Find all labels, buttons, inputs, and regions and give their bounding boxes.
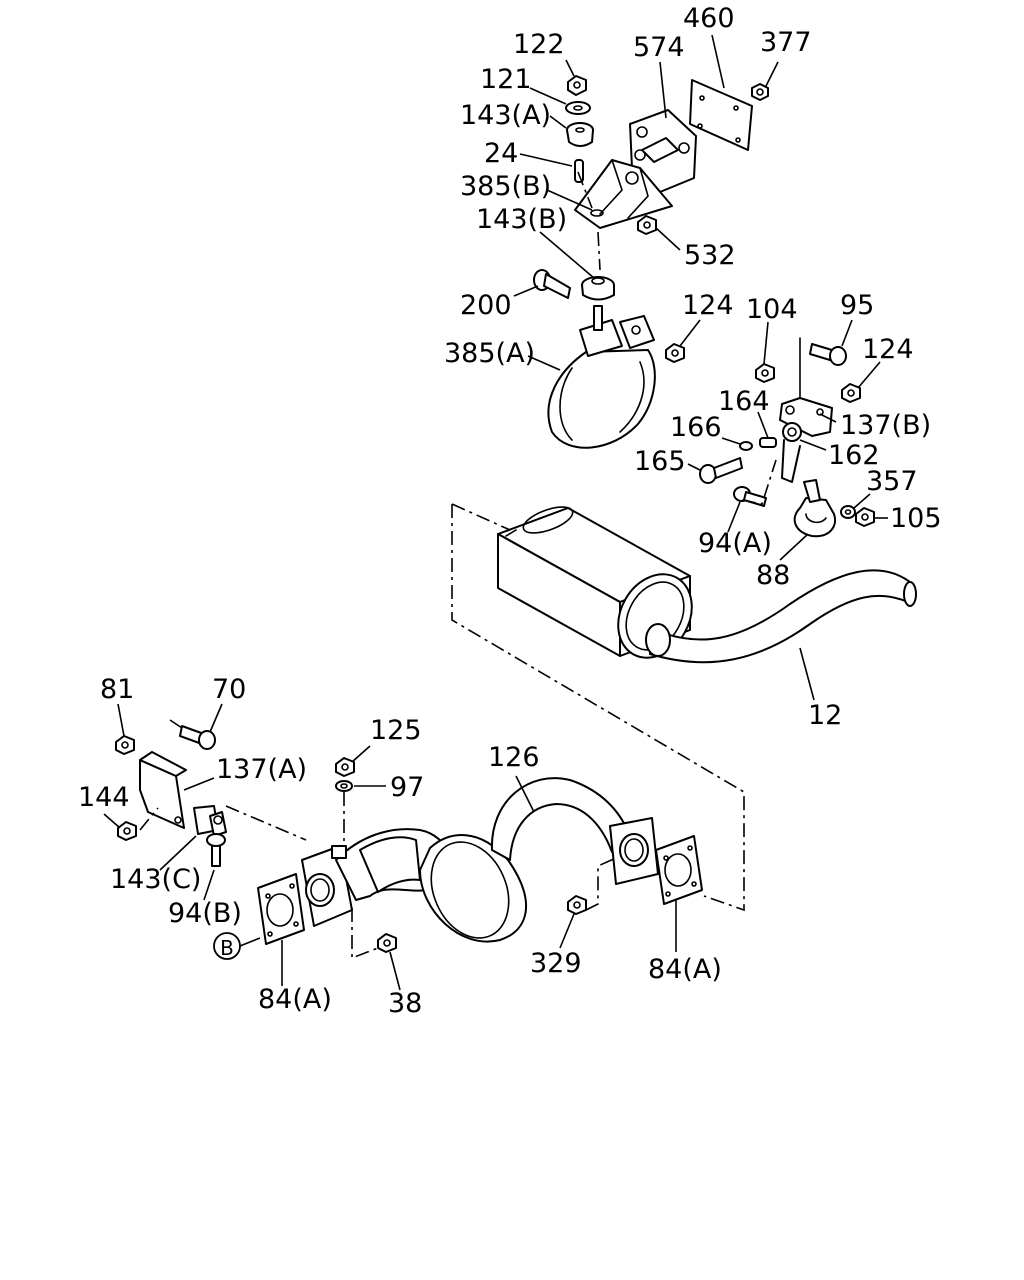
bushing-162 xyxy=(781,422,802,483)
clamp-88 xyxy=(793,479,836,538)
rubber-mount-143c xyxy=(193,805,227,837)
callout-377: 377 xyxy=(760,27,812,58)
rubber-mount-143b xyxy=(581,276,615,301)
callout-357: 357 xyxy=(866,466,918,497)
bolt-200 xyxy=(533,269,571,299)
nut-377 xyxy=(751,83,769,101)
washer-121 xyxy=(565,101,591,115)
nut-81 xyxy=(115,735,135,755)
nut-104 xyxy=(755,363,775,383)
washer-166 xyxy=(739,441,753,451)
callout-97: 97 xyxy=(390,772,424,803)
nut-144 xyxy=(117,821,137,841)
callout-126: 126 xyxy=(488,742,540,773)
callout-137b: 137(B) xyxy=(840,410,931,441)
bolt-94a xyxy=(733,486,767,507)
callout-532: 532 xyxy=(684,240,736,271)
callout-125: 125 xyxy=(370,715,422,746)
nut-329 xyxy=(567,895,587,915)
callout-329: 329 xyxy=(530,948,582,979)
nut-105 xyxy=(855,507,875,527)
callout-104: 104 xyxy=(746,294,798,325)
bolt-165 xyxy=(699,457,743,484)
callout-94a: 94(A) xyxy=(698,528,772,559)
gasket-84a-right xyxy=(655,835,703,905)
nut-124-right xyxy=(841,383,861,403)
pin-24 xyxy=(574,159,584,183)
washer-357 xyxy=(840,505,856,519)
nut-122 xyxy=(567,75,587,96)
spacer-164 xyxy=(759,437,777,448)
bolt-70 xyxy=(179,725,216,750)
callout-38: 38 xyxy=(388,988,422,1019)
nut-38 xyxy=(377,933,397,953)
callout-162: 162 xyxy=(828,440,880,471)
washer-97 xyxy=(335,780,353,792)
callout-95: 95 xyxy=(840,290,874,321)
callout-12: 12 xyxy=(808,700,842,731)
callout-122: 122 xyxy=(513,29,565,60)
callout-70: 70 xyxy=(212,674,246,705)
callout-94b: 94(B) xyxy=(168,898,242,929)
callout-385b: 385(B) xyxy=(460,171,551,202)
nut-125 xyxy=(335,757,355,777)
nut-532 xyxy=(637,215,657,235)
bracket-385b xyxy=(574,159,673,229)
callout-labels: 460 574 377 122 121 143(A) 24 385(B) 143… xyxy=(78,3,942,1019)
callout-24: 24 xyxy=(484,138,518,169)
callout-143c: 143(C) xyxy=(110,864,201,895)
callout-165: 165 xyxy=(634,446,686,477)
callout-143a-top: 143(A) xyxy=(460,100,551,131)
callout-166: 166 xyxy=(670,412,722,443)
callout-105: 105 xyxy=(890,503,942,534)
callout-574: 574 xyxy=(633,32,685,63)
callout-164: 164 xyxy=(718,386,770,417)
callout-137a: 137(A) xyxy=(216,754,307,785)
muffler-12 xyxy=(497,506,917,664)
front-pipe-126 xyxy=(301,777,659,943)
callout-200: 200 xyxy=(460,290,512,321)
callout-460: 460 xyxy=(683,3,735,34)
bracket-137a xyxy=(139,751,187,829)
callout-88: 88 xyxy=(756,560,790,591)
callout-81: 81 xyxy=(100,674,134,705)
hanger-clamp-385a xyxy=(547,305,656,449)
heat-shield-460 xyxy=(689,79,753,151)
gasket-84a-left xyxy=(257,873,305,945)
callout-144: 144 xyxy=(78,782,130,813)
callout-121: 121 xyxy=(480,64,532,95)
bolt-95 xyxy=(809,343,847,366)
callout-385a: 385(A) xyxy=(444,338,535,369)
bracket-574 xyxy=(629,109,697,193)
ref-b-label: B xyxy=(220,936,234,960)
callout-84a-left: 84(A) xyxy=(258,984,332,1015)
callout-143b: 143(B) xyxy=(476,204,567,235)
nut-124-top xyxy=(665,343,685,363)
callout-124-right: 124 xyxy=(862,334,914,365)
rubber-mount-143a-top xyxy=(566,122,594,147)
bolt-94b xyxy=(206,833,226,867)
callout-84a-right: 84(A) xyxy=(648,954,722,985)
callout-124-top: 124 xyxy=(682,290,734,321)
